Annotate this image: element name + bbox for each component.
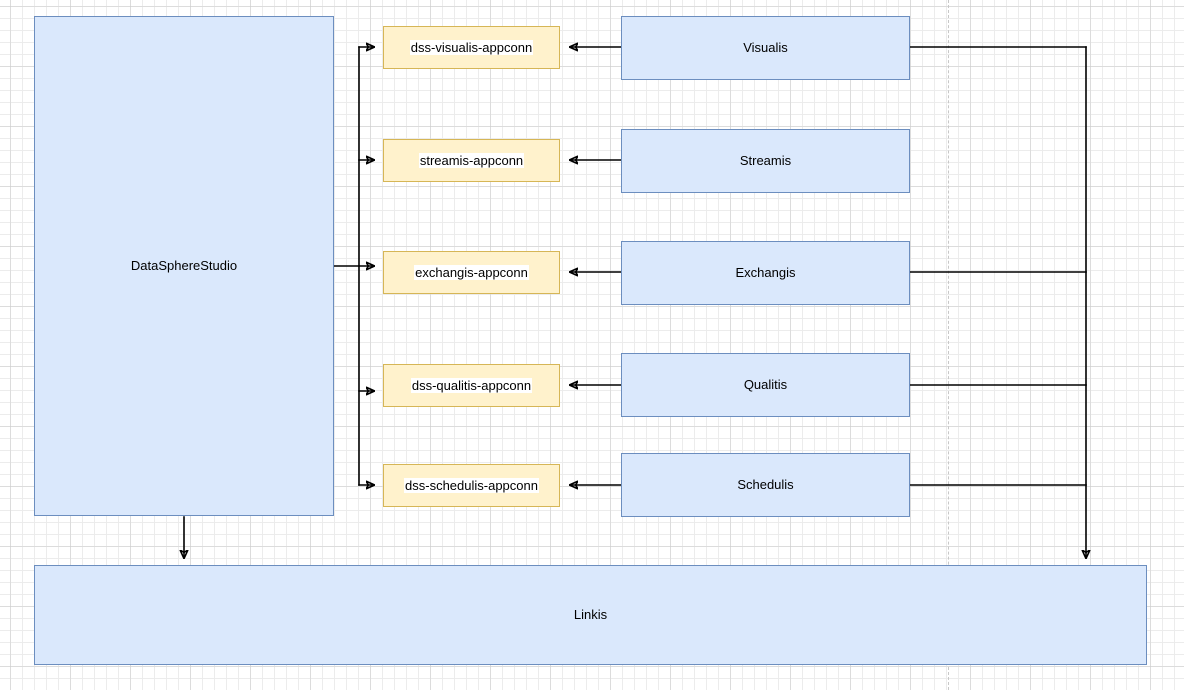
node-label: Exchangis <box>735 265 796 281</box>
node-schedulis[interactable]: Schedulis <box>621 453 910 517</box>
node-label: DataSphereStudio <box>130 258 238 274</box>
node-label: dss-schedulis-appconn <box>404 477 539 494</box>
node-datasphere-studio[interactable]: DataSphereStudio <box>34 16 334 516</box>
node-label: dss-visualis-appconn <box>409 39 534 56</box>
node-exchangis-appconn[interactable]: exchangis-appconn <box>383 251 560 294</box>
node-dss-qualitis-appconn[interactable]: dss-qualitis-appconn <box>383 364 560 407</box>
node-streamis-appconn[interactable]: streamis-appconn <box>383 139 560 182</box>
page-break-line <box>948 0 949 690</box>
node-label: Linkis <box>573 607 608 623</box>
node-linkis[interactable]: Linkis <box>34 565 1147 665</box>
node-streamis[interactable]: Streamis <box>621 129 910 193</box>
node-dss-schedulis-appconn[interactable]: dss-schedulis-appconn <box>383 464 560 507</box>
node-dss-visualis-appconn[interactable]: dss-visualis-appconn <box>383 26 560 69</box>
node-label: Qualitis <box>743 377 788 393</box>
node-label: streamis-appconn <box>418 152 525 169</box>
node-label: dss-qualitis-appconn <box>410 377 533 394</box>
node-visualis[interactable]: Visualis <box>621 16 910 80</box>
node-exchangis[interactable]: Exchangis <box>621 241 910 305</box>
node-label: Visualis <box>743 40 788 56</box>
node-label: Schedulis <box>737 477 794 493</box>
node-label: exchangis-appconn <box>414 264 529 281</box>
node-qualitis[interactable]: Qualitis <box>621 353 910 417</box>
node-label: Streamis <box>739 153 792 169</box>
